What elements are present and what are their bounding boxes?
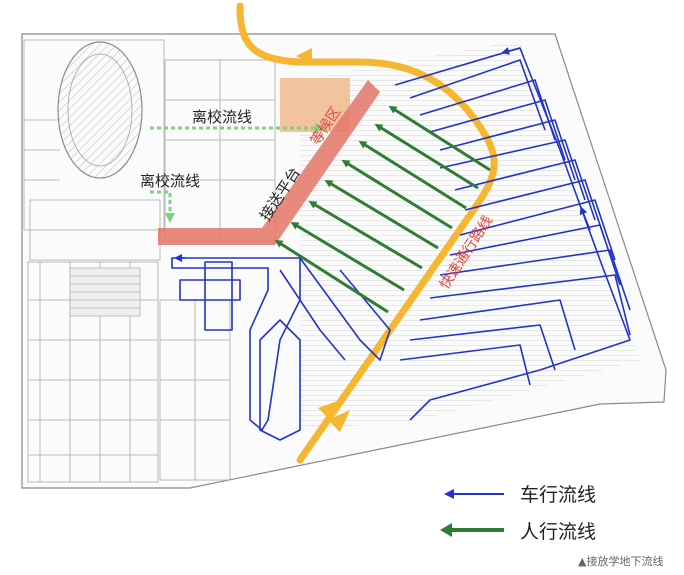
pickup-platform-zone: [158, 80, 380, 245]
pedestrian-flow-arrows: [274, 105, 491, 314]
auditorium-seating: [69, 267, 141, 317]
legend-pedestrian-arrow-icon: [440, 523, 452, 537]
fast-lane-arrow-icon: [296, 48, 312, 64]
fast-lane-arrow-icon: [318, 400, 340, 422]
exit-flow-label-2: 离校流线: [140, 172, 200, 190]
exit-flow-lines: [150, 123, 325, 223]
legend-pedestrian-label: 人行流线: [520, 521, 596, 543]
exit-flow-label-1: 离校流线: [192, 108, 252, 126]
legend: 车行流线 人行流线: [440, 484, 596, 543]
building-block-left: [23, 39, 276, 483]
legend-vehicle-label: 车行流线: [520, 484, 596, 506]
fast-lane-arrow-icon: [328, 410, 350, 432]
fast-lane-route: [236, 2, 498, 464]
sports-track: [57, 41, 143, 179]
vehicle-flow-loops: [171, 47, 631, 441]
legend-vehicle-arrow-icon: [444, 489, 454, 499]
vehicle-flow-arrows: [174, 47, 591, 262]
caption: ▲接放学地下流线: [578, 554, 663, 568]
waiting-area-zone: [280, 78, 350, 132]
